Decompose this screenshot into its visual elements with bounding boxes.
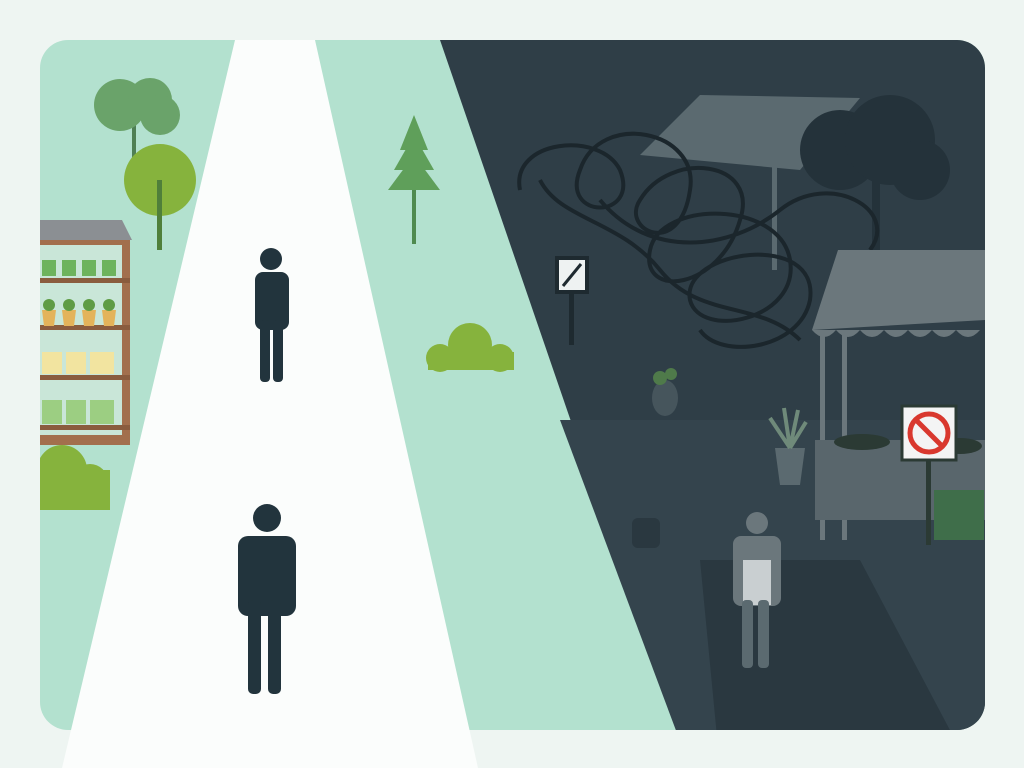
tangled-lines-icon <box>517 131 880 349</box>
tree-icon <box>94 78 180 160</box>
light-path <box>62 40 478 768</box>
shelf-icon <box>40 220 132 445</box>
tree-icon <box>124 144 196 250</box>
bush-icon <box>40 445 110 510</box>
bush-icon <box>426 323 514 372</box>
potted-plant-icon <box>768 407 808 485</box>
person-icon <box>255 248 289 382</box>
person-icon <box>733 512 781 668</box>
tree-icon <box>800 95 950 250</box>
potted-plant-icon <box>652 368 678 416</box>
market-stall-icon <box>812 250 985 540</box>
sign-post-icon <box>555 256 589 345</box>
tree-icon <box>388 115 440 244</box>
person-icon <box>238 504 296 694</box>
no-entry-sign-icon <box>900 404 958 545</box>
bucket-icon <box>632 518 660 548</box>
